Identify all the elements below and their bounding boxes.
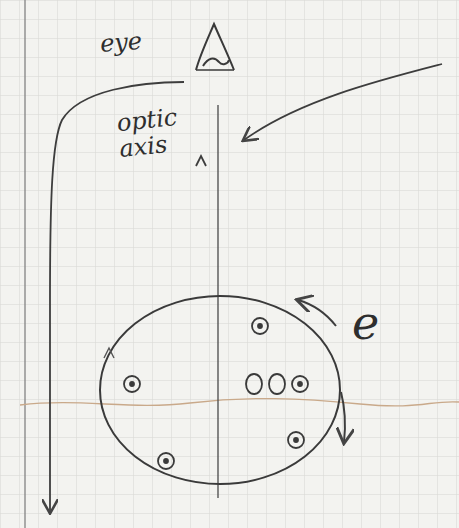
flow-arrow xyxy=(104,348,114,358)
optic-axis-line xyxy=(217,105,218,498)
cell-outline xyxy=(100,296,340,484)
particle xyxy=(124,318,308,469)
symbol-label: e xyxy=(352,298,412,349)
handwritten-label: e xyxy=(352,298,412,349)
pointer-arrow xyxy=(244,64,442,140)
margin-line xyxy=(24,0,25,528)
annotation-label: optic axis xyxy=(115,102,200,163)
eye-symbol xyxy=(196,24,234,70)
edge-arrow xyxy=(298,300,336,326)
edge-arrow xyxy=(341,392,345,442)
handwritten-label: eye xyxy=(99,25,181,57)
annotation-label: eye xyxy=(99,25,181,57)
water-line xyxy=(20,399,459,406)
up-arrow xyxy=(196,156,206,166)
handwritten-label: optic axis xyxy=(115,102,200,163)
